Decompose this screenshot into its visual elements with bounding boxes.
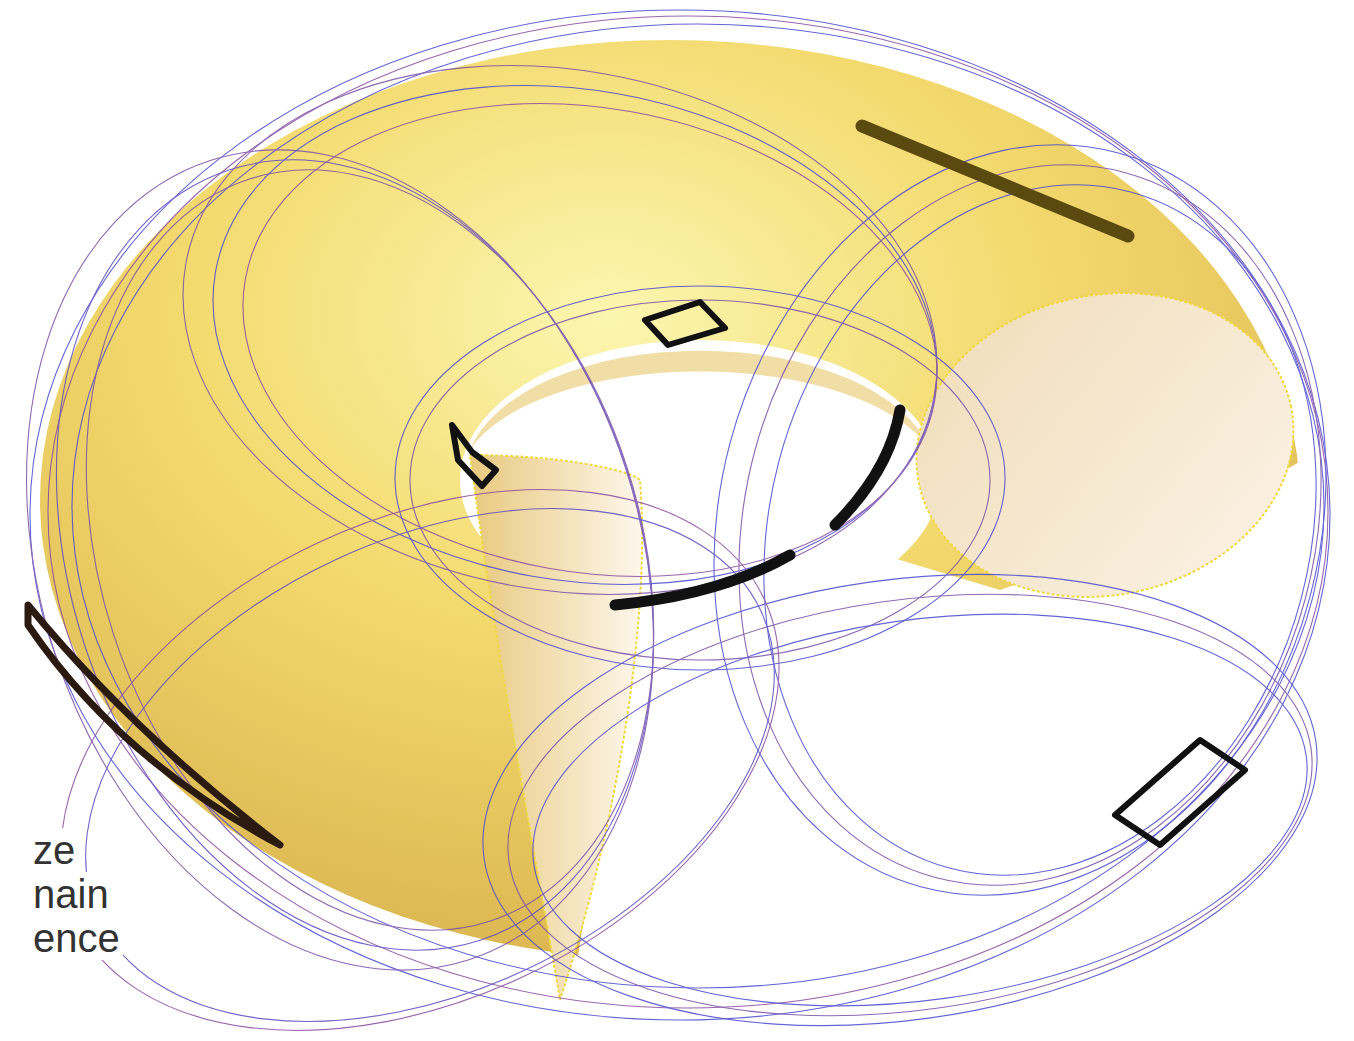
field-line xyxy=(4,406,857,1041)
slide-text-fragment: ence xyxy=(30,916,123,960)
coil-loop xyxy=(645,302,725,345)
field-lines xyxy=(0,8,1354,1041)
coil-loop xyxy=(28,605,280,845)
field-line xyxy=(0,68,755,1041)
field-line xyxy=(480,546,1339,1041)
coils xyxy=(28,126,1245,845)
field-line xyxy=(395,286,1005,670)
slide-text-fragment: nain xyxy=(30,872,112,916)
coil-loop xyxy=(1115,740,1245,845)
field-line xyxy=(0,382,866,1041)
field-line xyxy=(173,30,977,639)
field-line xyxy=(72,24,1324,988)
torus-inner-wall xyxy=(470,351,930,450)
field-line xyxy=(689,122,1354,938)
field-line xyxy=(507,568,1332,1041)
slide-text-fragment: ze xyxy=(30,828,78,872)
coil-arc xyxy=(615,555,790,605)
left-cut-face xyxy=(470,455,642,1000)
field-line xyxy=(660,99,1354,952)
field-line xyxy=(453,524,1346,1041)
field-line xyxy=(0,96,747,1005)
coil-loop xyxy=(452,425,496,486)
coil-bar xyxy=(862,126,1128,236)
field-line xyxy=(632,75,1354,964)
field-line xyxy=(141,8,980,652)
field-line xyxy=(0,82,751,1028)
coil-arc xyxy=(835,410,900,525)
field-line xyxy=(205,51,975,630)
field-line xyxy=(410,300,990,660)
